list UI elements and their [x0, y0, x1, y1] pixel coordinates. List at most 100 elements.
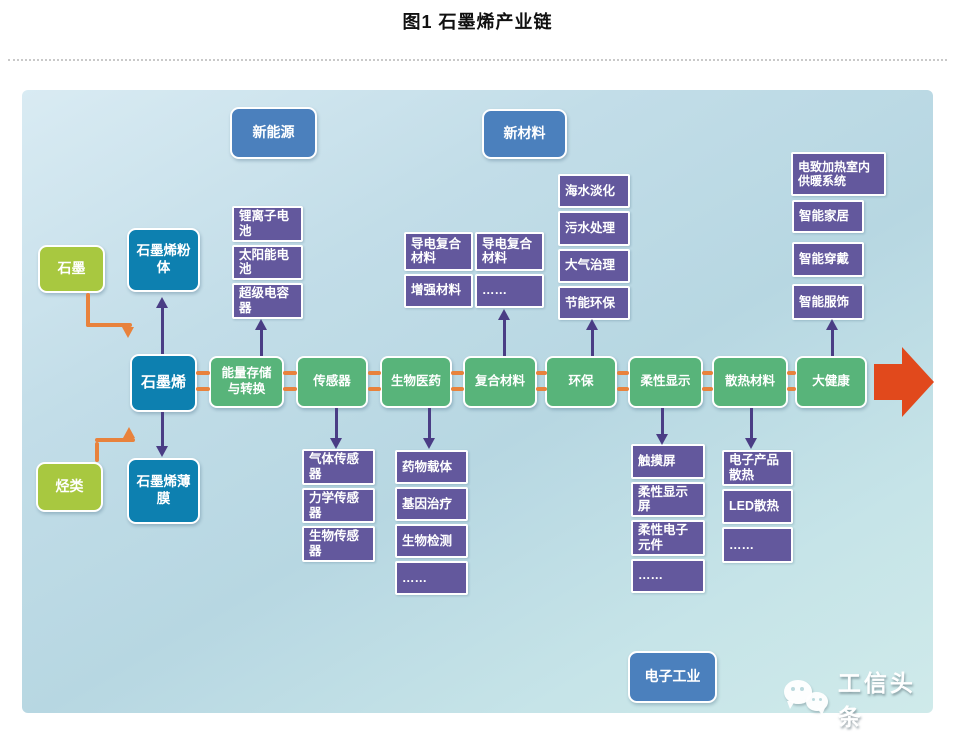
stack-row: 海水淡化	[558, 174, 630, 209]
arrowhead-down-icon	[423, 438, 435, 449]
chain-link-bar	[283, 371, 297, 375]
industry-flow-arrowhead-icon	[902, 347, 934, 417]
stack-row: 导电复合材料	[475, 232, 544, 271]
arrowhead-down-icon	[745, 438, 757, 449]
watermark: 工信头条	[784, 664, 933, 732]
stack-row: ……	[631, 558, 705, 593]
stack-row: 气体传感器	[302, 449, 375, 485]
stack-thermal: 电子产品散热 LED散热 ……	[722, 450, 793, 564]
dotted-divider	[8, 59, 947, 61]
stack-row: 柔性电子元件	[631, 520, 705, 556]
stack-row: 太阳能电池	[232, 244, 303, 280]
stack-row: 基因治疗	[395, 487, 468, 521]
arrowhead-down-icon	[656, 434, 668, 445]
chain-link-bar	[283, 387, 297, 391]
chain-link-bar	[617, 371, 629, 375]
wechat-icon	[784, 678, 828, 718]
stack-composite-left: 导电复合材料 增强材料	[404, 232, 473, 308]
arrowhead-down-icon	[122, 327, 134, 338]
stack-sensors: 气体传感器 力学传感器 生物传感器	[302, 449, 375, 563]
chain-link-bar	[368, 387, 381, 391]
stack-row-smart-clothing: 智能服饰	[792, 284, 864, 320]
arrowhead-up-icon	[156, 297, 168, 308]
stack-row: ……	[475, 273, 544, 308]
app-box-composites: 复合材料	[463, 356, 537, 408]
arrow-graphene-to-powder	[161, 308, 164, 354]
diagram-panel: 石墨 烃类 石墨烯粉体 石墨烯 石墨烯薄膜 新能源 新材料 电子工业 能量存储与…	[22, 90, 934, 730]
stack-environment: 海水淡化 污水处理 大气治理 节能环保	[558, 174, 630, 320]
stack-row: ……	[722, 527, 793, 564]
sector-box-electronics-industry: 电子工业	[628, 651, 717, 703]
arrowhead-down-icon	[156, 446, 168, 457]
stack-row-smart-wearables: 智能穿戴	[792, 242, 864, 277]
stack-row: 锂离子电池	[232, 206, 303, 242]
app-box-flexible-display: 柔性显示	[628, 356, 703, 408]
form-box-graphene-film: 石墨烯薄膜	[127, 458, 200, 524]
chain-link-bar	[196, 371, 210, 375]
chain-link-bar	[196, 387, 210, 391]
connector-hydrocarbons-to-graphene	[95, 438, 135, 442]
arrow-sensors-down	[335, 408, 338, 438]
source-box-graphite: 石墨	[38, 245, 105, 293]
stack-row: LED散热	[722, 488, 793, 525]
sector-box-new-materials: 新材料	[482, 109, 567, 159]
app-box-environmental: 环保	[545, 356, 617, 408]
figure-title: 图1 石墨烯产业链	[402, 12, 553, 32]
arrow-environment-up	[591, 330, 594, 356]
form-box-graphene-powder: 石墨烯粉体	[127, 228, 200, 292]
stack-energy: 锂离子电池 太阳能电池 超级电容器	[232, 206, 303, 319]
arrowhead-up-icon	[498, 309, 510, 320]
stack-row-heating-system: 电致加热室内供暖系统	[791, 152, 886, 196]
arrowhead-up-icon	[586, 319, 598, 330]
watermark-text: 工信头条	[837, 670, 916, 730]
stack-row-smart-home: 智能家居	[792, 200, 864, 233]
arrowhead-down-icon	[330, 438, 342, 449]
connector-graphite-to-graphene	[86, 323, 132, 327]
source-box-hydrocarbons: 烃类	[36, 462, 103, 512]
arrow-health-up	[831, 330, 834, 356]
chain-link-bar	[702, 371, 713, 375]
stack-row: 污水处理	[558, 211, 630, 246]
sector-box-new-energy: 新能源	[230, 107, 317, 159]
connector-hydrocarbons-to-graphene	[95, 442, 99, 462]
chain-link-bar	[787, 387, 796, 391]
chain-link-bar	[617, 387, 629, 391]
chain-link-bar	[451, 371, 464, 375]
stack-row: 柔性显示屏	[631, 481, 705, 517]
chain-link-bar	[787, 371, 796, 375]
stack-composite-right: 导电复合材料 ……	[475, 232, 544, 308]
arrow-flexible-down	[661, 408, 664, 434]
core-box-graphene: 石墨烯	[130, 354, 197, 412]
stack-row: 导电复合材料	[404, 232, 473, 271]
stack-row: 触摸屏	[631, 444, 705, 479]
arrow-energy-storage-up	[260, 330, 263, 356]
arrow-composites-up	[503, 320, 506, 356]
stack-row: 电子产品散热	[722, 450, 793, 486]
stack-row: 超级电容器	[232, 283, 303, 319]
app-box-thermal-materials: 散热材料	[712, 356, 788, 408]
industry-flow-arrow	[874, 364, 904, 400]
chain-link-bar	[702, 387, 713, 391]
chain-link-bar	[536, 371, 547, 375]
arrow-thermal-down	[750, 408, 753, 438]
arrowhead-up-icon	[826, 319, 838, 330]
chain-link-bar	[451, 387, 464, 391]
arrowhead-up-icon	[123, 427, 135, 438]
stack-row: ……	[395, 561, 468, 595]
connector-graphite-to-graphene	[86, 293, 90, 327]
chain-link-bar	[368, 371, 381, 375]
app-box-biomedicine: 生物医药	[380, 356, 452, 408]
stack-row: 药物载体	[395, 450, 468, 484]
stack-row: 生物检测	[395, 524, 468, 558]
stack-biomedicine: 药物载体 基因治疗 生物检测 ……	[395, 450, 468, 595]
app-box-energy-storage: 能量存储与转换	[209, 356, 284, 408]
stack-row: 生物传感器	[302, 526, 375, 563]
stack-row: 力学传感器	[302, 487, 375, 524]
stack-row: 大气治理	[558, 248, 630, 283]
app-box-sensors: 传感器	[296, 356, 368, 408]
chain-link-bar	[536, 387, 547, 391]
arrow-graphene-to-film	[161, 412, 164, 446]
stack-row: 节能环保	[558, 285, 630, 320]
stack-row: 增强材料	[404, 273, 473, 308]
